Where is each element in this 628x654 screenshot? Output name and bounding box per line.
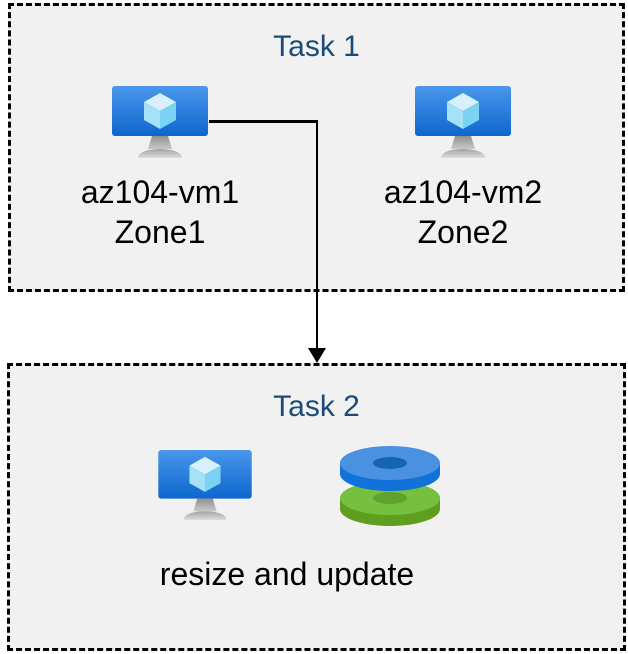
- task2-caption: resize and update: [159, 556, 415, 592]
- connector-line-horizontal: [209, 120, 318, 123]
- arrow-down-icon: [308, 348, 326, 363]
- task2-title: Task 2: [273, 390, 360, 423]
- connector-line-vertical: [315, 120, 318, 349]
- vm1-zone: Zone1: [114, 214, 206, 250]
- virtual-machine-icon: [112, 86, 208, 158]
- virtual-machine-icon: [158, 450, 252, 521]
- vm2-zone: Zone2: [417, 214, 509, 250]
- managed-disks-icon: [340, 446, 440, 526]
- virtual-machine-icon: [415, 86, 511, 158]
- task2-box: Task 2: [7, 363, 626, 651]
- vm1-label: az104-vm1 Zone1: [60, 172, 260, 252]
- vm1-name: az104-vm1: [80, 174, 240, 210]
- task1-title: Task 1: [273, 30, 360, 63]
- vm2-label: az104-vm2 Zone2: [363, 172, 563, 252]
- vm2-name: az104-vm2: [383, 174, 543, 210]
